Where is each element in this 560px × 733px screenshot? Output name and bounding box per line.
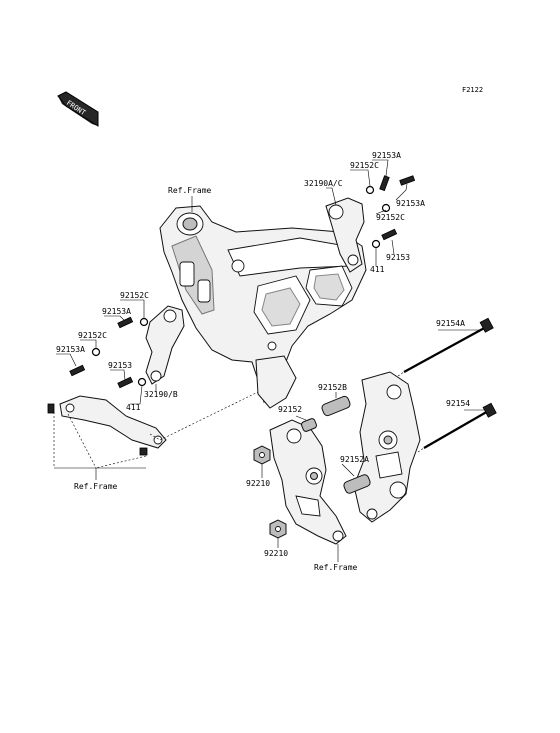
label-92153A-left2: 92153A: [56, 345, 85, 354]
bolt-lower-arm-end: [139, 447, 148, 456]
ref-frame-label-left: Ref.Frame: [74, 482, 118, 491]
ref-frame-label-top: Ref.Frame: [168, 186, 212, 195]
label-411-left: 411: [126, 403, 141, 412]
label-92153A-right: 92153A: [396, 199, 425, 208]
ref-frame-label-bottom: Ref.Frame: [314, 563, 358, 572]
bolt-92154A: [403, 317, 494, 373]
label-92152C-top: 92152C: [350, 161, 379, 170]
left-engine-mount-plate: [269, 419, 347, 545]
label-411-right: 411: [370, 265, 385, 274]
bolt-92153A-left: [117, 316, 134, 329]
label-92152C-left2: 92152C: [78, 331, 107, 340]
label-92210-lower: 92210: [264, 549, 288, 558]
label-32190AC: 32190A/C: [304, 179, 343, 188]
label-92153-left: 92153: [108, 361, 132, 370]
washer-92152C-left: [139, 317, 149, 327]
bracket-32190AC: [325, 197, 365, 273]
washer-411-left: [137, 377, 147, 387]
label-92153A-left: 92153A: [102, 307, 131, 316]
bolt-92153A-top: [379, 175, 390, 192]
main-frame: [159, 205, 367, 409]
washer-411-right: [371, 239, 381, 249]
label-92154A: 92154A: [436, 319, 465, 328]
right-engine-mount-plate: [353, 371, 421, 523]
label-92152: 92152: [278, 405, 302, 414]
washer-92152C-left2: [91, 347, 101, 357]
collar-92152A: [343, 474, 371, 494]
washer-92152C-top: [365, 185, 375, 195]
label-92210-upper: 92210: [246, 479, 270, 488]
bolt-92153-right: [381, 228, 398, 241]
lower-bracket-arm: [59, 395, 167, 449]
figure-code: F2122: [462, 86, 483, 94]
collar-92152: [301, 418, 317, 432]
label-32190B: 32190/B: [144, 390, 178, 399]
label-92152C-left: 92152C: [120, 291, 149, 300]
label-92152A: 92152A: [340, 455, 369, 464]
front-arrow-icon: FRONT: [57, 91, 99, 127]
bracket-32190B: [145, 305, 185, 385]
washer-92152C-right: [381, 203, 391, 213]
label-92152B: 92152B: [318, 383, 347, 392]
bolt-92153-left: [117, 376, 134, 389]
leader-lines: [53, 159, 484, 562]
label-92152C-right: 92152C: [376, 213, 405, 222]
nut-92210-lower: [269, 519, 287, 539]
bolt-92154: [423, 402, 497, 449]
nut-92210-upper: [253, 445, 271, 465]
label-92153-right: 92153: [386, 253, 410, 262]
collar-92152B: [321, 395, 351, 417]
bolt-92153A-right: [399, 175, 416, 186]
bolt-92153A-left2: [69, 364, 86, 377]
label-92154: 92154: [446, 399, 470, 408]
bolt-lower-arm: [47, 403, 55, 414]
label-92153A-top: 92153A: [372, 151, 401, 160]
